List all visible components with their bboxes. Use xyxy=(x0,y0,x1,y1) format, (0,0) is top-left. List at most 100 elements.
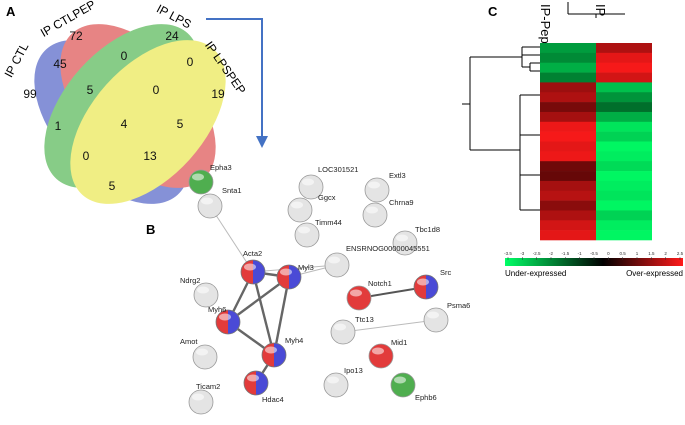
colorbar-tick-label: 1 xyxy=(636,251,639,256)
node-label: Ggcx xyxy=(318,193,336,202)
node-ensrnog00000045551[interactable]: ENSRNOG00000045551 xyxy=(324,244,430,278)
node-outline xyxy=(276,264,302,290)
node-amot[interactable]: Amot xyxy=(180,337,218,370)
node-label: LOC301521 xyxy=(318,165,358,174)
node-label: Acta2 xyxy=(243,249,262,258)
heatmap-cell xyxy=(540,210,596,221)
node-outline xyxy=(261,342,287,368)
node-hdac4[interactable]: Hdac4 xyxy=(243,370,284,404)
node-highlight xyxy=(328,256,340,264)
node-circle xyxy=(188,169,214,195)
panel-b: B Epha3Snta1LOC301521GgcxTimm44Extl3Chrn… xyxy=(146,163,470,415)
heatmap-cell xyxy=(596,131,652,142)
heatmap-cell xyxy=(540,92,596,103)
heatmap-cell xyxy=(540,43,596,54)
heatmap-cell xyxy=(540,52,596,63)
node-mid1[interactable]: Mid1 xyxy=(368,338,407,369)
colorbar-tick-label: -2 xyxy=(549,251,553,256)
node-half-blue xyxy=(274,343,286,367)
node-ttc13[interactable]: Ttc13 xyxy=(330,315,374,345)
node-notch1[interactable]: Notch1 xyxy=(346,279,392,311)
node-epha3[interactable]: Epha3 xyxy=(188,163,232,195)
heatmap-cell xyxy=(596,82,652,93)
node-highlight xyxy=(417,278,429,286)
venn-label-ip-ctl: IP CTL xyxy=(2,40,32,80)
colorbar-tick-label: 0 xyxy=(607,251,610,256)
node-highlight xyxy=(396,234,408,242)
venn-count-ctl-only: 99 xyxy=(23,87,37,101)
node-highlight xyxy=(298,226,310,234)
heatmap-cell xyxy=(596,161,652,172)
node-label: Snta1 xyxy=(222,186,242,195)
heatmap-cell xyxy=(540,62,596,73)
node-myh4[interactable]: Myh4 xyxy=(261,336,303,368)
node-timm44[interactable]: Timm44 xyxy=(294,218,342,248)
node-label: Timm44 xyxy=(315,218,342,227)
node-outline xyxy=(240,259,266,285)
heatmap-cell xyxy=(540,72,596,83)
node-circle xyxy=(323,372,349,398)
colorbar-tick-label: 0.5 xyxy=(620,251,627,256)
node-tbc1d8[interactable]: Tbc1d8 xyxy=(392,225,440,256)
node-ticam2[interactable]: Ticam2 xyxy=(188,382,220,415)
node-highlight xyxy=(368,181,380,189)
colorbar-gradient xyxy=(505,258,683,266)
node-ipo13[interactable]: Ipo13 xyxy=(323,366,363,398)
venn-count-ctl-lps-lpspep: 0 xyxy=(83,149,90,163)
node-half-blue xyxy=(256,371,268,395)
node-circle xyxy=(368,343,394,369)
arrow-a-to-b xyxy=(206,18,268,148)
node-label: Extl3 xyxy=(389,171,406,180)
node-highlight xyxy=(427,311,439,319)
node-loc301521[interactable]: LOC301521 xyxy=(298,165,358,200)
node-src[interactable]: Src xyxy=(413,268,452,300)
heatmap-cell xyxy=(540,230,596,241)
heatmap-cell xyxy=(540,180,596,192)
heatmap-cell xyxy=(540,111,596,123)
node-circle xyxy=(346,285,372,311)
node-circle xyxy=(330,319,356,345)
venn-set-ip-lpspep xyxy=(70,40,226,204)
node-ndrg2[interactable]: Ndrg2 xyxy=(180,276,219,308)
heatmap-cell xyxy=(596,210,652,221)
node-label: Ttc13 xyxy=(355,315,374,324)
node-ephb6[interactable]: Ephb6 xyxy=(390,372,437,402)
node-circle xyxy=(287,197,313,223)
node-label: Myl3 xyxy=(298,263,314,272)
node-label: Myh4 xyxy=(285,336,303,345)
heatmap-column-label-ip: IP xyxy=(593,4,608,16)
node-highlight xyxy=(327,376,339,384)
node-highlight xyxy=(334,323,346,331)
node-circle xyxy=(324,252,350,278)
node-psma6[interactable]: Psma6 xyxy=(423,301,470,333)
arrow-head xyxy=(256,136,268,148)
node-label: Psma6 xyxy=(447,301,470,310)
colorbar-tick-label: -2.5 xyxy=(533,251,541,256)
node-acta2[interactable]: Acta2 xyxy=(240,249,266,285)
heatmap-cell xyxy=(596,190,652,201)
node-myh6[interactable]: Myh6 xyxy=(208,305,241,335)
venn-ellipses xyxy=(34,24,226,204)
node-half-blue xyxy=(426,275,438,299)
heatmap-cell xyxy=(596,171,652,182)
node-myl3[interactable]: Myl3 xyxy=(276,263,314,290)
node-highlight xyxy=(302,178,314,186)
node-outline xyxy=(413,274,439,300)
node-highlight xyxy=(192,173,204,181)
venn-count-ctl-ctlpep-lps: 5 xyxy=(87,83,94,97)
venn-count-all-four: 4 xyxy=(121,117,128,131)
colorbar-tick-label: -3.5 xyxy=(504,251,512,256)
heatmap-cell xyxy=(596,180,652,192)
node-highlight xyxy=(247,374,259,382)
node-snta1[interactable]: Snta1 xyxy=(197,186,242,219)
heatmap-column-label-ip-pep: IP-Pep xyxy=(538,4,553,44)
heatmap-grid xyxy=(540,43,652,241)
node-label: Epha3 xyxy=(210,163,232,172)
node-ggcx[interactable]: Ggcx xyxy=(287,193,336,223)
edge-myl3-myh4 xyxy=(272,276,291,356)
node-chrna9[interactable]: Chrna9 xyxy=(362,198,414,228)
node-label: Ticam2 xyxy=(196,382,220,391)
node-extl3[interactable]: Extl3 xyxy=(364,171,406,203)
